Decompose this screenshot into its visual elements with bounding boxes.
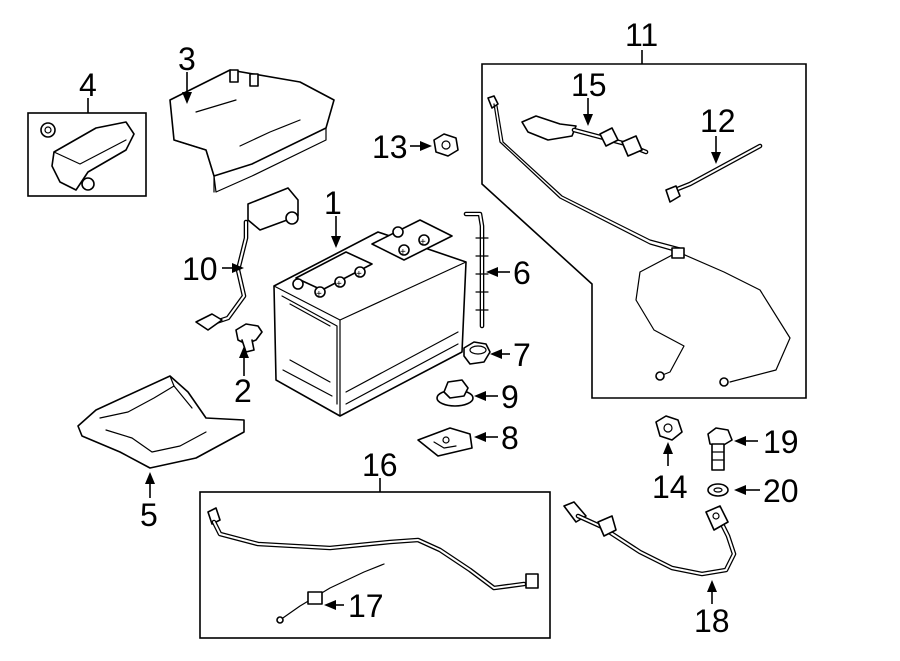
svg-text:+: + (336, 279, 342, 290)
terminal-cover (40, 121, 135, 191)
callout-11: 11 (625, 17, 658, 53)
plug (235, 323, 263, 353)
svg-text:+: + (356, 269, 362, 280)
cable-group-box (199, 491, 551, 639)
wiring-harness (487, 95, 791, 387)
ground-strap (665, 143, 763, 203)
svg-text:+: + (400, 247, 406, 258)
vent-hose (463, 211, 489, 329)
negative-cable (207, 507, 539, 591)
battery-tray (77, 375, 245, 469)
callout-2: 2 (234, 373, 252, 409)
battery: + + + + + (273, 219, 467, 417)
callout-19: 19 (763, 424, 799, 460)
harness-group-box (481, 63, 807, 399)
callout-6: 6 (513, 255, 531, 291)
callout-20: 20 (763, 473, 799, 509)
callout-1: 1 (324, 185, 342, 221)
sensor-wire (276, 563, 385, 624)
callout-13: 13 (372, 129, 408, 165)
callout-8: 8 (501, 420, 519, 456)
svg-text:+: + (420, 237, 426, 248)
svg-text:+: + (316, 289, 322, 300)
hex-nut-13 (433, 133, 459, 157)
callout-12: 12 (700, 103, 736, 139)
retainer-nut (463, 341, 491, 365)
positive-cable (195, 187, 299, 331)
callout-4: 4 (79, 67, 97, 103)
callout-15: 15 (571, 67, 607, 103)
callout-17: 17 (348, 588, 384, 624)
callout-3: 3 (178, 41, 196, 77)
callout-10: 10 (182, 251, 218, 287)
callout-7: 7 (513, 337, 531, 373)
flange-nut (436, 379, 474, 407)
battery-cover (169, 69, 335, 193)
callout-18: 18 (694, 603, 730, 639)
callout-16: 16 (362, 447, 398, 483)
battery-cable (563, 501, 737, 577)
washer (707, 483, 729, 497)
sensor-cable (521, 115, 649, 157)
callout-9: 9 (501, 379, 519, 415)
leader-lines (87, 50, 760, 610)
hold-down-clamp (417, 427, 473, 457)
bolt (707, 427, 733, 471)
callout-14: 14 (652, 469, 688, 505)
callout-5: 5 (140, 497, 158, 533)
hex-nut-14 (655, 415, 683, 441)
detail-box (27, 112, 147, 197)
